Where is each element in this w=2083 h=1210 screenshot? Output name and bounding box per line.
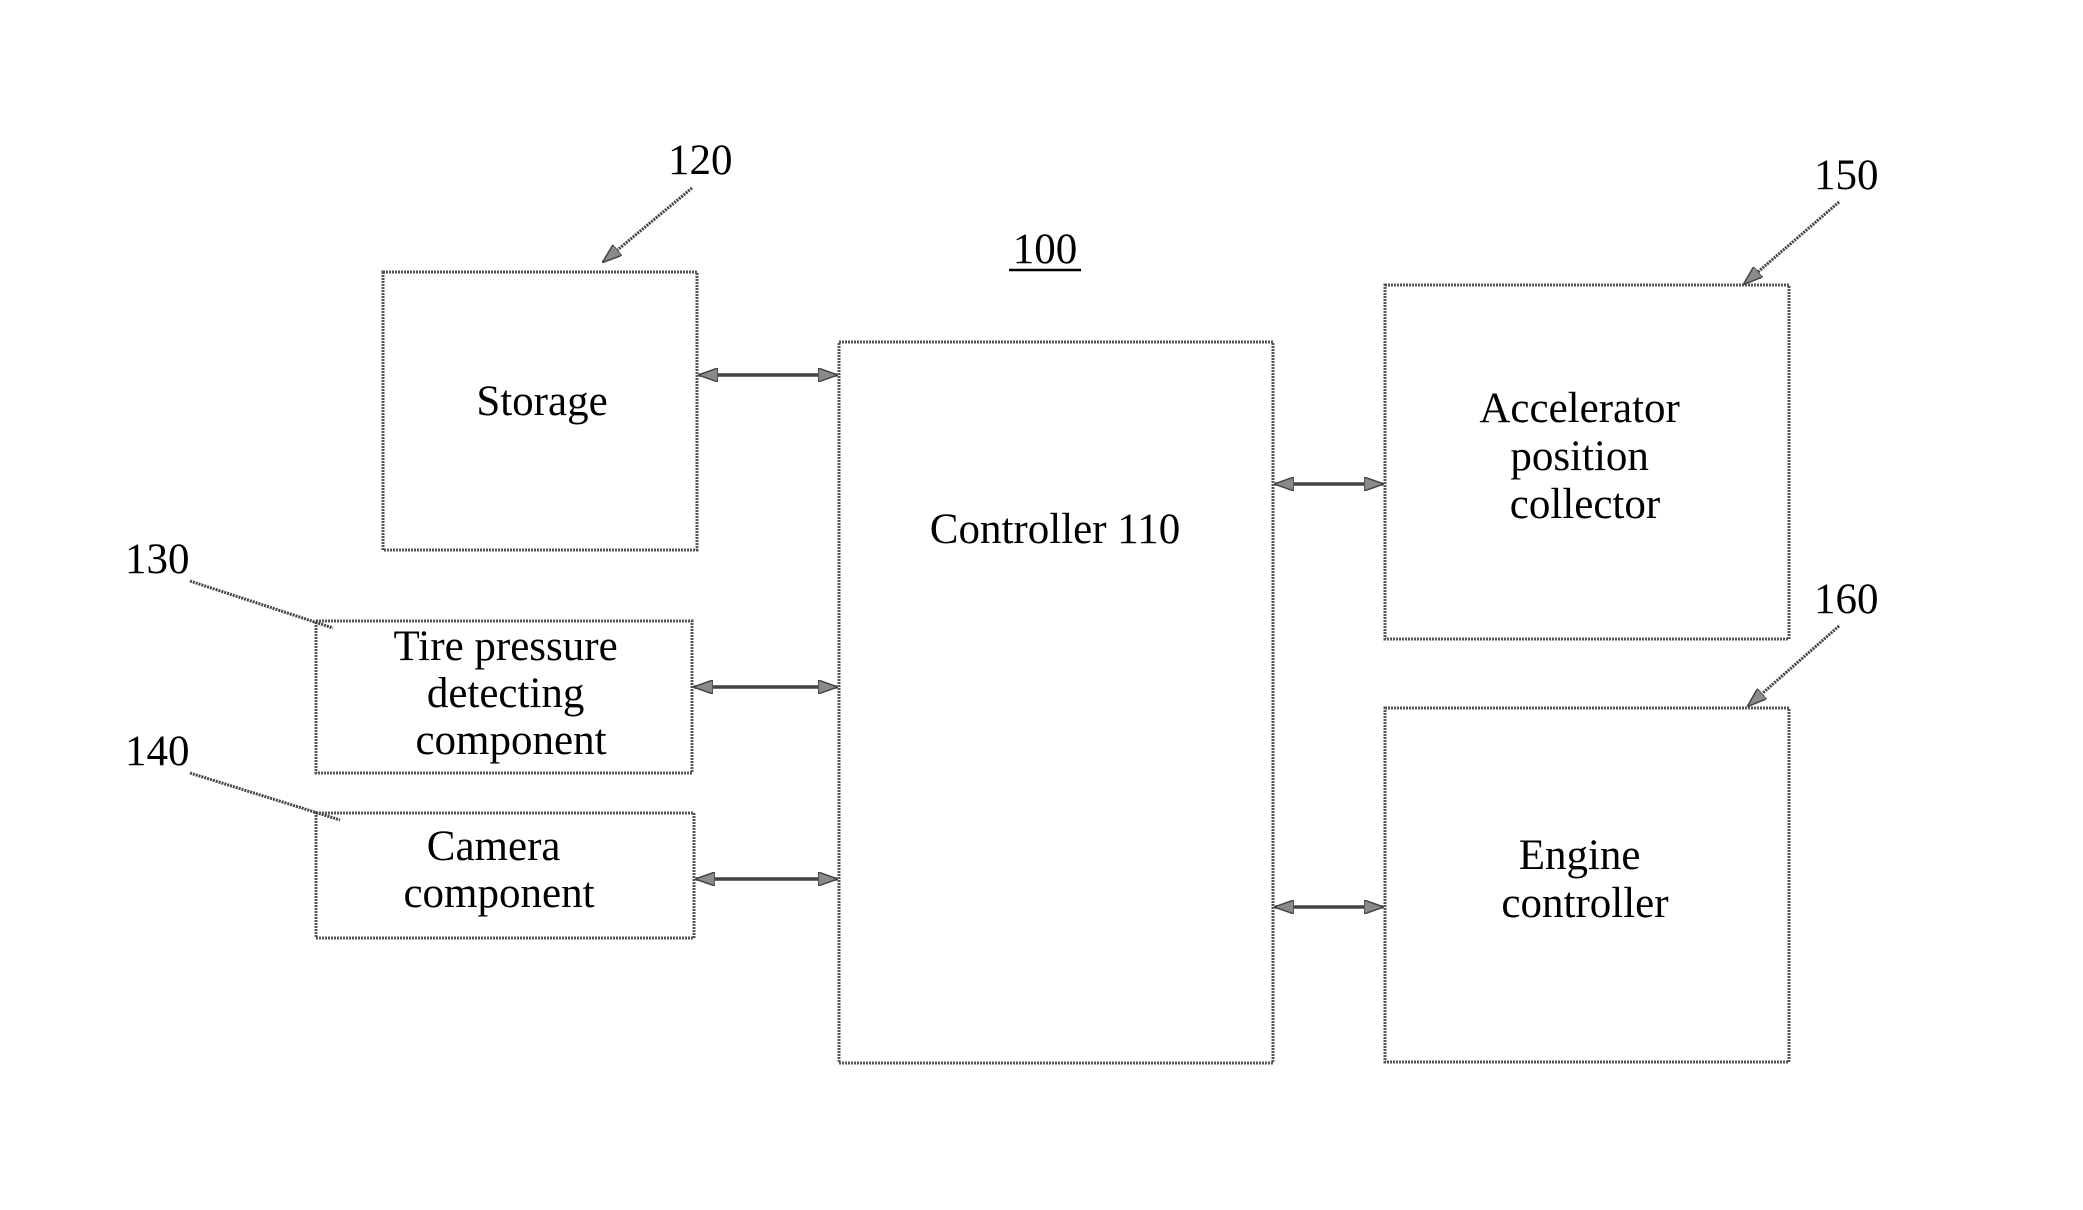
engine-controller-label: Engine controller xyxy=(1501,832,1668,927)
camera-ref: 140 xyxy=(125,728,190,775)
accelerator-block: Accelerator position collector xyxy=(1385,285,1789,639)
controller-block: Controller 110 xyxy=(839,342,1273,1063)
storage-ref-leader xyxy=(603,188,692,262)
storage-label: Storage xyxy=(476,378,607,425)
tire-pressure-ref-leader xyxy=(190,581,333,628)
tire-pressure-label: Tire pressure detecting component xyxy=(394,623,629,764)
system-ref: 100 xyxy=(1013,226,1078,273)
tire-pressure-ref: 130 xyxy=(125,536,190,583)
accelerator-label: Accelerator position collector xyxy=(1479,385,1690,528)
camera-ref-leader xyxy=(190,773,340,820)
accelerator-ref-leader xyxy=(1744,202,1839,284)
tire-pressure-block: Tire pressure detecting component xyxy=(316,621,692,773)
camera-block: Camera component xyxy=(316,813,694,938)
accelerator-ref: 150 xyxy=(1814,152,1879,199)
engine-controller-block: Engine controller xyxy=(1385,708,1789,1062)
storage-ref: 120 xyxy=(668,137,733,184)
controller-box xyxy=(839,342,1273,1063)
engine-controller-ref: 160 xyxy=(1814,576,1879,623)
camera-label: Camera component xyxy=(403,823,594,917)
controller-label: Controller 110 xyxy=(930,506,1180,553)
storage-block: Storage xyxy=(383,272,697,550)
